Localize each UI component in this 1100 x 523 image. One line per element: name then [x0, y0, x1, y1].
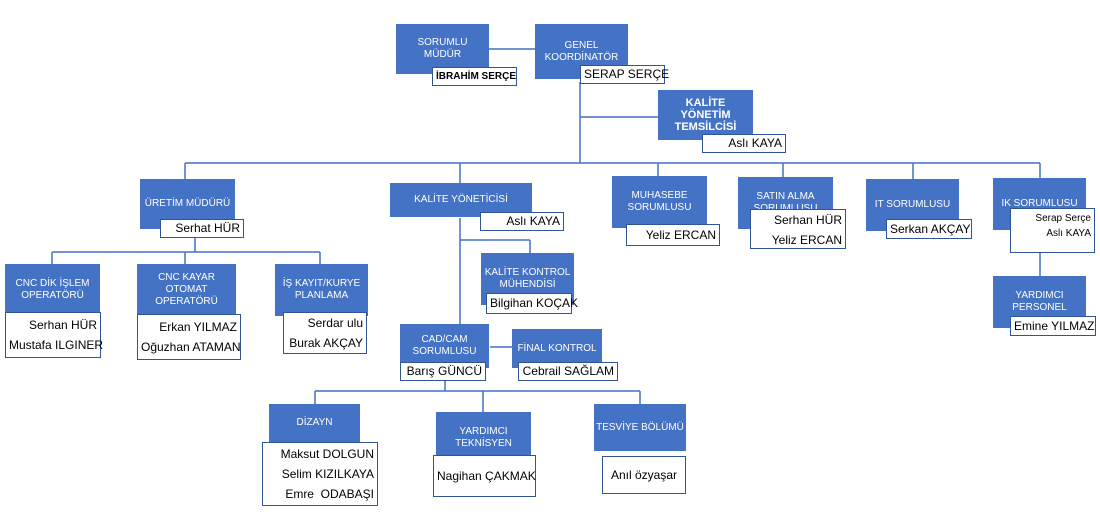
- sorumlu-mudur-box: SORUMLU MÜDÜR: [396, 24, 489, 74]
- uretim-muduru-name: Serhat HÜR: [175, 221, 240, 235]
- cnc-dik-box: CNC DİK İŞLEM OPERATÖRÜ: [5, 264, 100, 316]
- muhasebe-box: MUHASEBE SORUMLUSU: [612, 176, 707, 228]
- kalite-kontrol-title: KALİTE KONTROL MÜHENDİSİ: [484, 267, 571, 290]
- is-kayit-box: İŞ KAYIT/KURYE PLANLAMA: [275, 264, 368, 316]
- ik-name-box: Serap Serçe Aslı KAYA: [1010, 208, 1095, 253]
- cnc-kayar-name-box: Erkan YILMAZ Oğuzhan ATAMAN: [137, 314, 241, 360]
- kalite-yoneticisi-title: KALİTE YÖNETİCİSİ: [414, 194, 508, 205]
- tesviye-name: Anıl özyaşar: [610, 468, 678, 482]
- it-name: Serkan AKÇAY: [890, 222, 971, 236]
- genel-koordinator-name-box: SERAP SERÇE: [580, 65, 670, 84]
- ik-name-1: Serap Serçe: [1035, 213, 1091, 224]
- ik-name-2: Aslı KAYA: [1046, 228, 1091, 239]
- is-kayit-name-1: Serdar ulu: [307, 316, 363, 330]
- yardimci-teknisyen-name-box: Nagihan ÇAKMAK: [433, 455, 536, 497]
- cnc-kayar-name-1: Erkan YILMAZ: [159, 320, 237, 334]
- sorumlu-mudur-name: İBRAHİM SERÇE: [436, 71, 517, 82]
- dizayn-name-box: Maksut DOLGUN Selim KIZILKAYA Emre ODABA…: [262, 442, 378, 506]
- cnc-dik-name-box: Serhan HÜR Mustafa ILGINER: [5, 312, 104, 358]
- is-kayit-title: İŞ KAYIT/KURYE PLANLAMA: [282, 278, 361, 301]
- kalite-kontrol-name-box: Bilgihan KOÇAK: [486, 293, 579, 314]
- sorumlu-mudur-title: SORUMLU MÜDÜR: [417, 37, 468, 60]
- kalite-yonetim-name-box: Aslı KAYA: [702, 134, 786, 153]
- cnc-dik-name-1: Serhan HÜR: [28, 318, 97, 332]
- sorumlu-mudur-name-box: İBRAHİM SERÇE: [432, 67, 517, 86]
- cnc-kayar-title: CNC KAYAR OTOMAT OPERATÖRÜ: [155, 272, 218, 307]
- cnc-kayar-name-2: Oğuzhan ATAMAN: [141, 340, 241, 354]
- yardimci-personel-title: YARDIMCI PERSONEL: [1012, 290, 1067, 313]
- cad-cam-name-box: Barış GÜNCÜ: [400, 362, 486, 381]
- yardimci-teknisyen-title: YARDIMCI TEKNİSYEN: [455, 426, 512, 449]
- uretim-muduru-name-box: Serhat HÜR: [160, 219, 244, 238]
- cad-cam-name: Barış GÜNCÜ: [406, 364, 482, 378]
- kalite-yonetim-name: Aslı KAYA: [728, 136, 782, 150]
- cnc-dik-title: CNC DİK İŞLEM OPERATÖRÜ: [15, 278, 90, 301]
- it-name-box: Serkan AKÇAY: [886, 219, 972, 239]
- satin-alma-title: SATIN ALMA SORUMLUSU: [754, 191, 818, 214]
- tesviye-box: TESVİYE BÖLÜMÜ: [594, 404, 686, 451]
- kalite-kontrol-name: Bilgihan KOÇAK: [490, 296, 579, 310]
- muhasebe-name: Yeliz ERCAN: [645, 228, 716, 242]
- tesviye-name-box: Anıl özyaşar: [602, 456, 686, 494]
- genel-koordinator-name: SERAP SERÇE: [584, 67, 670, 81]
- is-kayit-name-box: Serdar ulu Burak AKÇAY: [283, 312, 367, 354]
- kalite-yoneticisi-name-box: Aslı KAYA: [480, 212, 564, 231]
- dizayn-name-2: Selim KIZILKAYA: [281, 467, 374, 481]
- tesviye-title: TESVİYE BÖLÜMÜ: [596, 421, 684, 433]
- muhasebe-title: MUHASEBE SORUMLUSU: [627, 190, 692, 213]
- satin-alma-name-1: Serhan HÜR: [773, 213, 842, 227]
- final-kontrol-title: FİNAL KONTROL: [517, 342, 597, 354]
- yardimci-teknisyen-name: Nagihan ÇAKMAK: [437, 469, 536, 483]
- is-kayit-name-2: Burak AKÇAY: [289, 336, 363, 350]
- uretim-muduru-title: ÜRETİM MÜDÜRÜ: [144, 198, 231, 209]
- dizayn-title: DİZAYN: [296, 417, 333, 428]
- cad-cam-box: CAD/CAM SORUMLUSU: [400, 324, 489, 368]
- genel-koordinator-title: GENEL KOORDİNATÖR: [544, 39, 619, 63]
- final-kontrol-box: FİNAL KONTROL: [512, 329, 602, 368]
- cnc-kayar-box: CNC KAYAR OTOMAT OPERATÖRÜ: [137, 264, 236, 316]
- dizayn-name-3: Emre ODABAŞI: [285, 487, 374, 501]
- ik-title: IK SORUMLUSU: [1001, 198, 1078, 209]
- kalite-yonetim-title: KALİTE YÖNETİM TEMSİLCİSİ: [674, 97, 737, 133]
- final-kontrol-name: Cebrail SAĞLAM: [522, 364, 614, 378]
- satin-alma-name-box: Serhan HÜR Yeliz ERCAN: [750, 209, 846, 249]
- cad-cam-title: CAD/CAM SORUMLUSU: [412, 334, 477, 357]
- kalite-yoneticisi-box: KALİTE YÖNETİCİSİ: [390, 183, 532, 217]
- kalite-yonetim-box: KALİTE YÖNETİM TEMSİLCİSİ: [658, 90, 753, 140]
- final-kontrol-name-box: Cebrail SAĞLAM: [518, 362, 618, 381]
- it-title: IT SORUMLUSU: [874, 199, 951, 210]
- cnc-dik-name-2: Mustafa ILGINER: [9, 338, 104, 352]
- dizayn-name-1: Maksut DOLGUN: [280, 447, 374, 461]
- satin-alma-name-2: Yeliz ERCAN: [771, 233, 842, 247]
- muhasebe-name-box: Yeliz ERCAN: [626, 224, 720, 246]
- yardimci-personel-name-box: Emine YILMAZ: [1010, 316, 1096, 336]
- dizayn-box: DİZAYN: [269, 404, 360, 442]
- kalite-yoneticisi-name: Aslı KAYA: [506, 214, 560, 228]
- yardimci-personel-name: Emine YILMAZ: [1014, 319, 1095, 333]
